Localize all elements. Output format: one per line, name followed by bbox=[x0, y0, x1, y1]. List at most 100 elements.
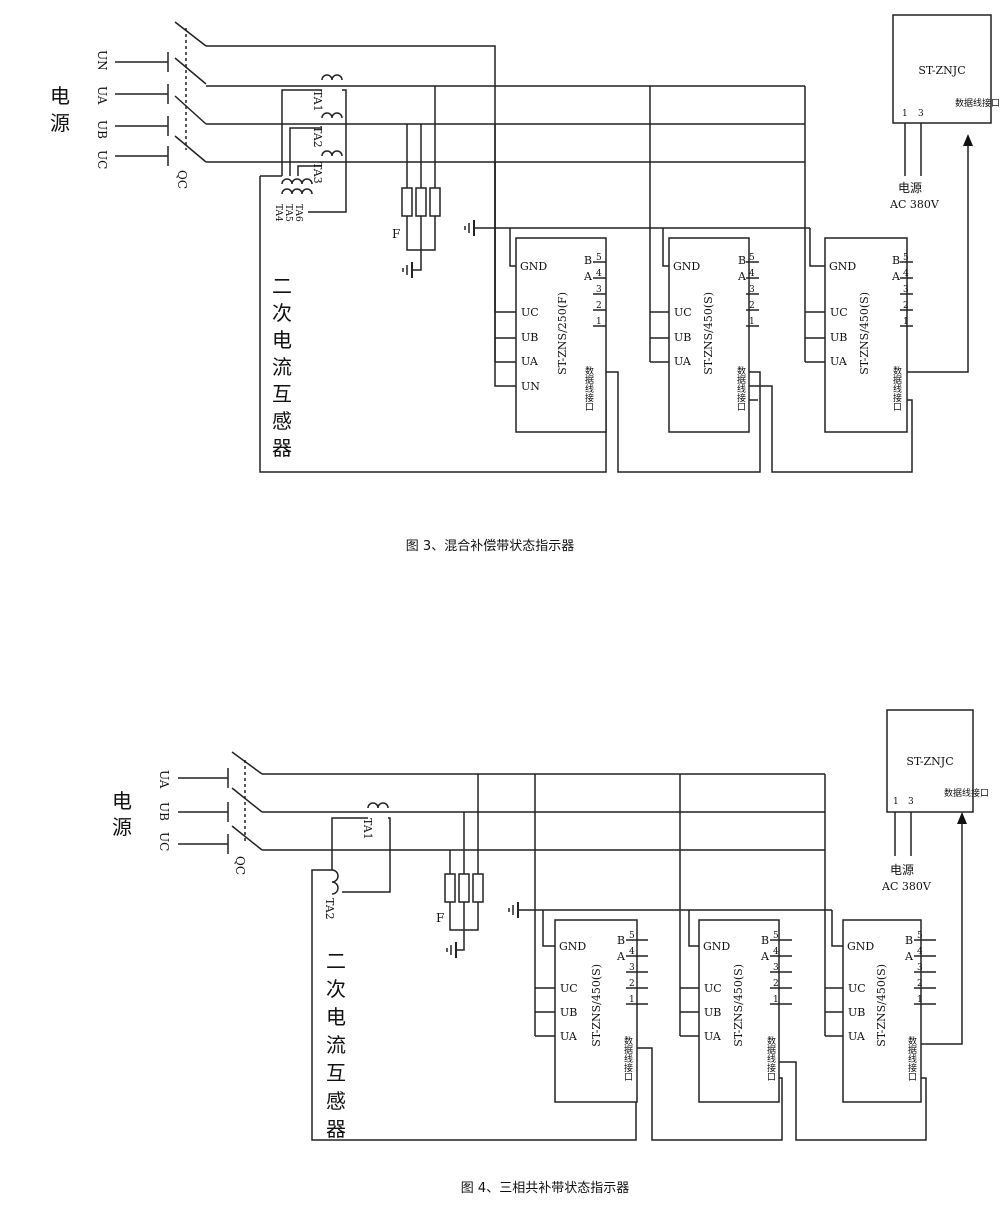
unit-b: B bbox=[905, 934, 913, 947]
fig4-bus-bars bbox=[262, 773, 825, 851]
unit-pin-2: 2 bbox=[596, 301, 602, 311]
unit-pin-2: 2 bbox=[773, 979, 779, 989]
unit-a: A bbox=[760, 950, 770, 963]
unit-pin-4: 4 bbox=[773, 947, 779, 957]
fig4-secondary-ct-label: 二 次 电 流 互 感 器 bbox=[326, 949, 346, 1141]
unit-pin-4: 4 bbox=[629, 947, 635, 957]
fig4-unit-1: GND UC UB UA ST-ZNS/450(S) B A 5 4 3 2 1… bbox=[534, 774, 648, 1103]
monitor-pin-3: 3 bbox=[918, 109, 924, 119]
unit-pin-1: 1 bbox=[773, 995, 779, 1005]
fig4-arrester-label: F bbox=[436, 911, 444, 925]
fig3-ground-bus bbox=[464, 220, 810, 236]
unit-b: B bbox=[738, 254, 746, 267]
svg-text:二: 二 bbox=[272, 274, 292, 298]
unit-pin-1: 1 bbox=[903, 317, 909, 327]
unit-a: A bbox=[891, 270, 901, 283]
unit-pin-4: 4 bbox=[917, 947, 923, 957]
svg-text:互: 互 bbox=[272, 382, 292, 406]
monitor-supply-value: AC 380V bbox=[881, 880, 932, 893]
unit-input-ua: UA bbox=[560, 1030, 578, 1043]
unit-model: ST-ZNS/250(F) bbox=[556, 292, 569, 375]
fig4-unit-3: GND UC UB UA ST-ZNS/450(S) B A 5 4 3 2 1… bbox=[824, 774, 936, 1103]
unit-port-label: 数据线接口 bbox=[583, 365, 594, 411]
unit-pin-5: 5 bbox=[629, 931, 635, 941]
svg-text:流: 流 bbox=[272, 355, 292, 379]
unit-pin-1: 1 bbox=[917, 995, 923, 1005]
fig4-power-label-1: 电 bbox=[112, 789, 132, 813]
fig3-power-label-1: 电 bbox=[50, 84, 70, 108]
monitor-supply-label: 电源 bbox=[898, 181, 922, 195]
unit-pin-3: 3 bbox=[903, 285, 909, 295]
unit-pin-4: 4 bbox=[749, 269, 755, 279]
fig4-phase-uc: UC bbox=[157, 832, 171, 851]
fig3-phase-uc: UC bbox=[95, 150, 109, 169]
fig3-arrester-label: F bbox=[392, 227, 400, 241]
svg-text:器: 器 bbox=[326, 1117, 346, 1141]
svg-text:二: 二 bbox=[326, 949, 346, 973]
unit-pin-2: 2 bbox=[749, 301, 755, 311]
svg-text:互: 互 bbox=[326, 1061, 346, 1085]
unit-input-un: UN bbox=[521, 380, 540, 393]
unit-model: ST-ZNS/450(S) bbox=[875, 964, 888, 1047]
unit-pin-3: 3 bbox=[629, 963, 635, 973]
monitor-supply-label: 电源 bbox=[890, 863, 914, 877]
monitor-name: ST-ZNJC bbox=[906, 755, 953, 768]
unit-input-ua: UA bbox=[830, 355, 848, 368]
unit-input-ua: UA bbox=[674, 355, 692, 368]
fig3-unit-2: GND UC UB UA ST-ZNS/450(S) B A 5 4 3 2 1… bbox=[649, 86, 759, 433]
unit-pin-5: 5 bbox=[773, 931, 779, 941]
unit-input-ub: UB bbox=[674, 331, 691, 344]
monitor-pin-1: 1 bbox=[902, 109, 908, 119]
svg-text:感: 感 bbox=[272, 409, 292, 433]
unit-a: A bbox=[737, 270, 747, 283]
fig4-phase-ub: UB bbox=[157, 802, 171, 821]
unit-pin-5: 5 bbox=[596, 253, 602, 263]
unit-pin-4: 4 bbox=[596, 269, 602, 279]
unit-input-ua: UA bbox=[848, 1030, 866, 1043]
svg-text:次: 次 bbox=[272, 301, 292, 325]
unit-b: B bbox=[584, 254, 592, 267]
unit-model: ST-ZNS/450(S) bbox=[702, 292, 715, 375]
unit-pin-5: 5 bbox=[903, 253, 909, 263]
monitor-port: 数据线接口 bbox=[955, 97, 1000, 109]
monitor-pin-3: 3 bbox=[908, 797, 914, 807]
fig3-ta4: TA4 bbox=[273, 204, 283, 222]
unit-input-uc: UC bbox=[830, 306, 848, 319]
unit-input-ub: UB bbox=[848, 1006, 865, 1019]
unit-pin-2: 2 bbox=[903, 301, 909, 311]
fig4-ground-bus bbox=[508, 902, 832, 918]
fig4-arrester bbox=[444, 774, 484, 958]
fig4-unit-2: GND UC UB UA ST-ZNS/450(S) B A 5 4 3 2 1… bbox=[679, 774, 792, 1103]
unit-pin-4: 4 bbox=[903, 269, 909, 279]
figure-3: 电 源 UN UA UB UC QC bbox=[50, 14, 1000, 554]
unit-input-uc: UC bbox=[521, 306, 539, 319]
unit-input-ua: UA bbox=[704, 1030, 722, 1043]
monitor-port: 数据线接口 bbox=[944, 787, 989, 799]
unit-pin-5: 5 bbox=[917, 931, 923, 941]
unit-gnd: GND bbox=[703, 940, 730, 953]
unit-input-ub: UB bbox=[560, 1006, 577, 1019]
fig3-ct-primary bbox=[281, 74, 347, 213]
unit-input-uc: UC bbox=[848, 982, 866, 995]
unit-a: A bbox=[583, 270, 593, 283]
svg-text:电: 电 bbox=[326, 1005, 346, 1029]
fig3-ta1: TA1 bbox=[311, 90, 324, 112]
unit-a: A bbox=[616, 950, 626, 963]
unit-b: B bbox=[617, 934, 625, 947]
unit-pin-3: 3 bbox=[749, 285, 755, 295]
figure-4: 电 源 UA UB UC QC TA1 TA2 bbox=[112, 709, 989, 1196]
svg-text:次: 次 bbox=[326, 977, 346, 1001]
unit-pin-5: 5 bbox=[749, 253, 755, 263]
fig3-monitor: ST-ZNJC 1 3 数据线接口 电源 AC 380V bbox=[889, 14, 1000, 211]
fig4-power-label-2: 源 bbox=[112, 815, 132, 839]
fig3-ct-secondary bbox=[259, 175, 607, 473]
unit-input-ub: UB bbox=[704, 1006, 721, 1019]
fig3-unit-1: GND UC UB UA UN ST-ZNS/250(F) B A 5 4 3 … bbox=[494, 124, 607, 433]
fig3-breaker-qc bbox=[115, 21, 207, 166]
unit-input-uc: UC bbox=[704, 982, 722, 995]
unit-gnd: GND bbox=[520, 260, 547, 273]
unit-pin-1: 1 bbox=[596, 317, 602, 327]
unit-port-label: 数据线接口 bbox=[891, 365, 902, 411]
fig3-ta2: TA2 bbox=[311, 126, 324, 148]
unit-input-ub: UB bbox=[830, 331, 847, 344]
